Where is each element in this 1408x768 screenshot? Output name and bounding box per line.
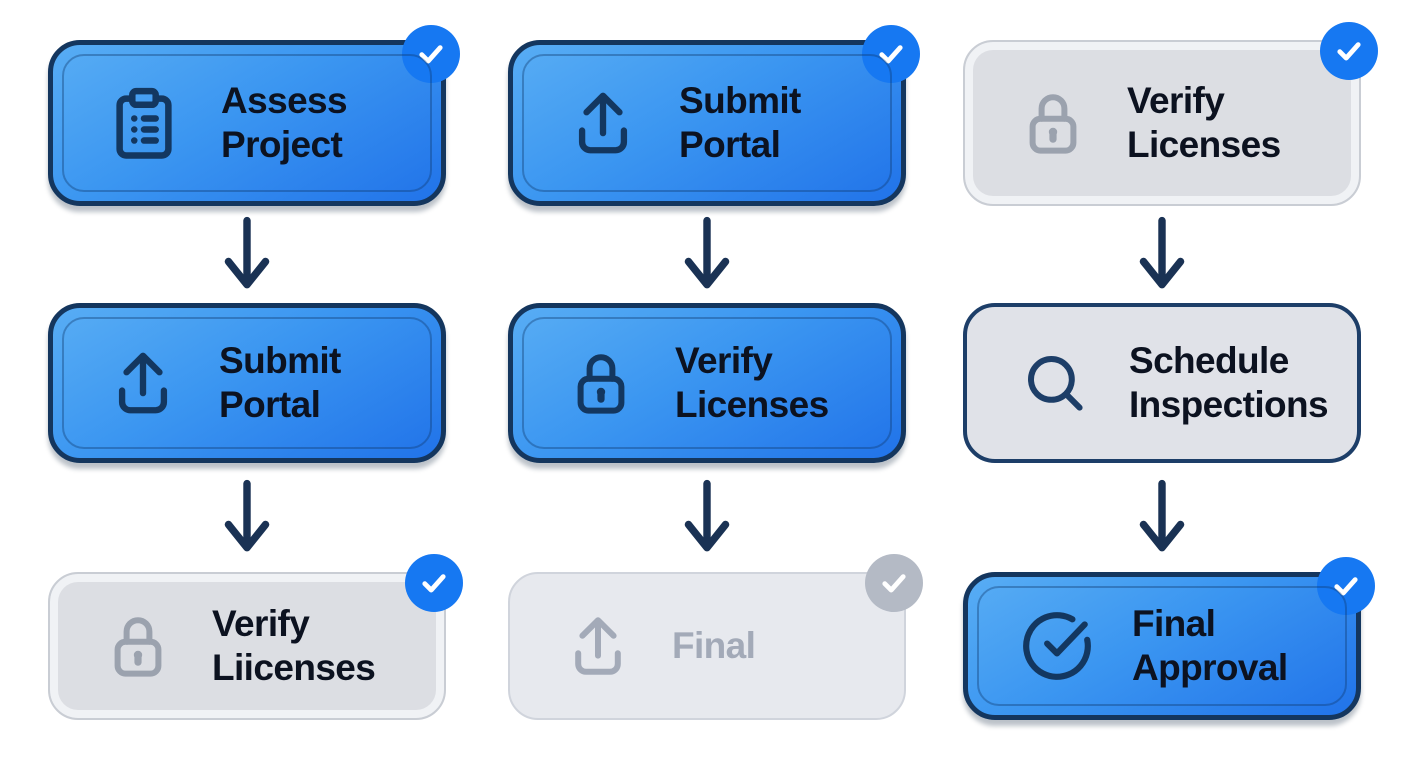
step-label: Final Approval: [1132, 602, 1288, 688]
check-badge: [1317, 557, 1375, 615]
step-label: Final: [672, 624, 756, 666]
step-label: Assess Project: [221, 79, 348, 165]
step-label: Schedule Inspections: [1129, 339, 1329, 425]
step-verify-licenses[interactable]: Verify Licenses: [963, 22, 1378, 206]
step-label: Submit Portal: [679, 79, 801, 165]
step-schedule-inspections[interactable]: Schedule Inspections: [963, 303, 1361, 463]
flow-arrow: [48, 206, 446, 303]
step-label: Verify Licenses: [675, 339, 829, 425]
check-badge: [405, 554, 463, 612]
step-label: Submit Portal: [219, 339, 341, 425]
step-final[interactable]: Final: [508, 554, 923, 720]
step-submit-portal[interactable]: Submit Portal: [508, 25, 920, 206]
workflow-column-1: Assess Project Submit Portal: [48, 25, 463, 720]
check-badge: [862, 25, 920, 83]
upload-icon: [105, 345, 181, 421]
step-final-approval[interactable]: Final Approval: [963, 557, 1375, 720]
step-verify-liicenses[interactable]: Verify Liicenses: [48, 554, 463, 720]
clipboard-list-icon: [105, 84, 183, 162]
step-assess-project[interactable]: Assess Project: [48, 25, 460, 206]
lock-icon: [565, 347, 637, 419]
search-icon: [1019, 347, 1091, 419]
workflow-column-2: Submit Portal Verify Licenses: [508, 25, 923, 720]
step-label: Verify Licenses: [1127, 79, 1281, 165]
flow-arrow: [963, 463, 1361, 572]
lock-icon: [102, 610, 174, 682]
flow-arrow: [963, 206, 1361, 303]
check-badge: [402, 25, 460, 83]
flow-arrow: [48, 463, 446, 572]
upload-icon: [565, 85, 641, 161]
flow-arrow: [508, 463, 906, 572]
check-circle-icon: [1020, 609, 1094, 683]
step-submit-portal[interactable]: Submit Portal: [48, 303, 446, 463]
step-verify-licenses[interactable]: Verify Licenses: [508, 303, 906, 463]
flow-arrow: [508, 206, 906, 303]
lock-icon: [1017, 87, 1089, 159]
workflow-column-3: Verify Licenses Schedule Inspections: [963, 22, 1378, 720]
step-label: Verify Liicenses: [212, 602, 376, 688]
upload-icon: [562, 610, 634, 682]
check-badge: [1320, 22, 1378, 80]
check-badge-inactive: [865, 554, 923, 612]
